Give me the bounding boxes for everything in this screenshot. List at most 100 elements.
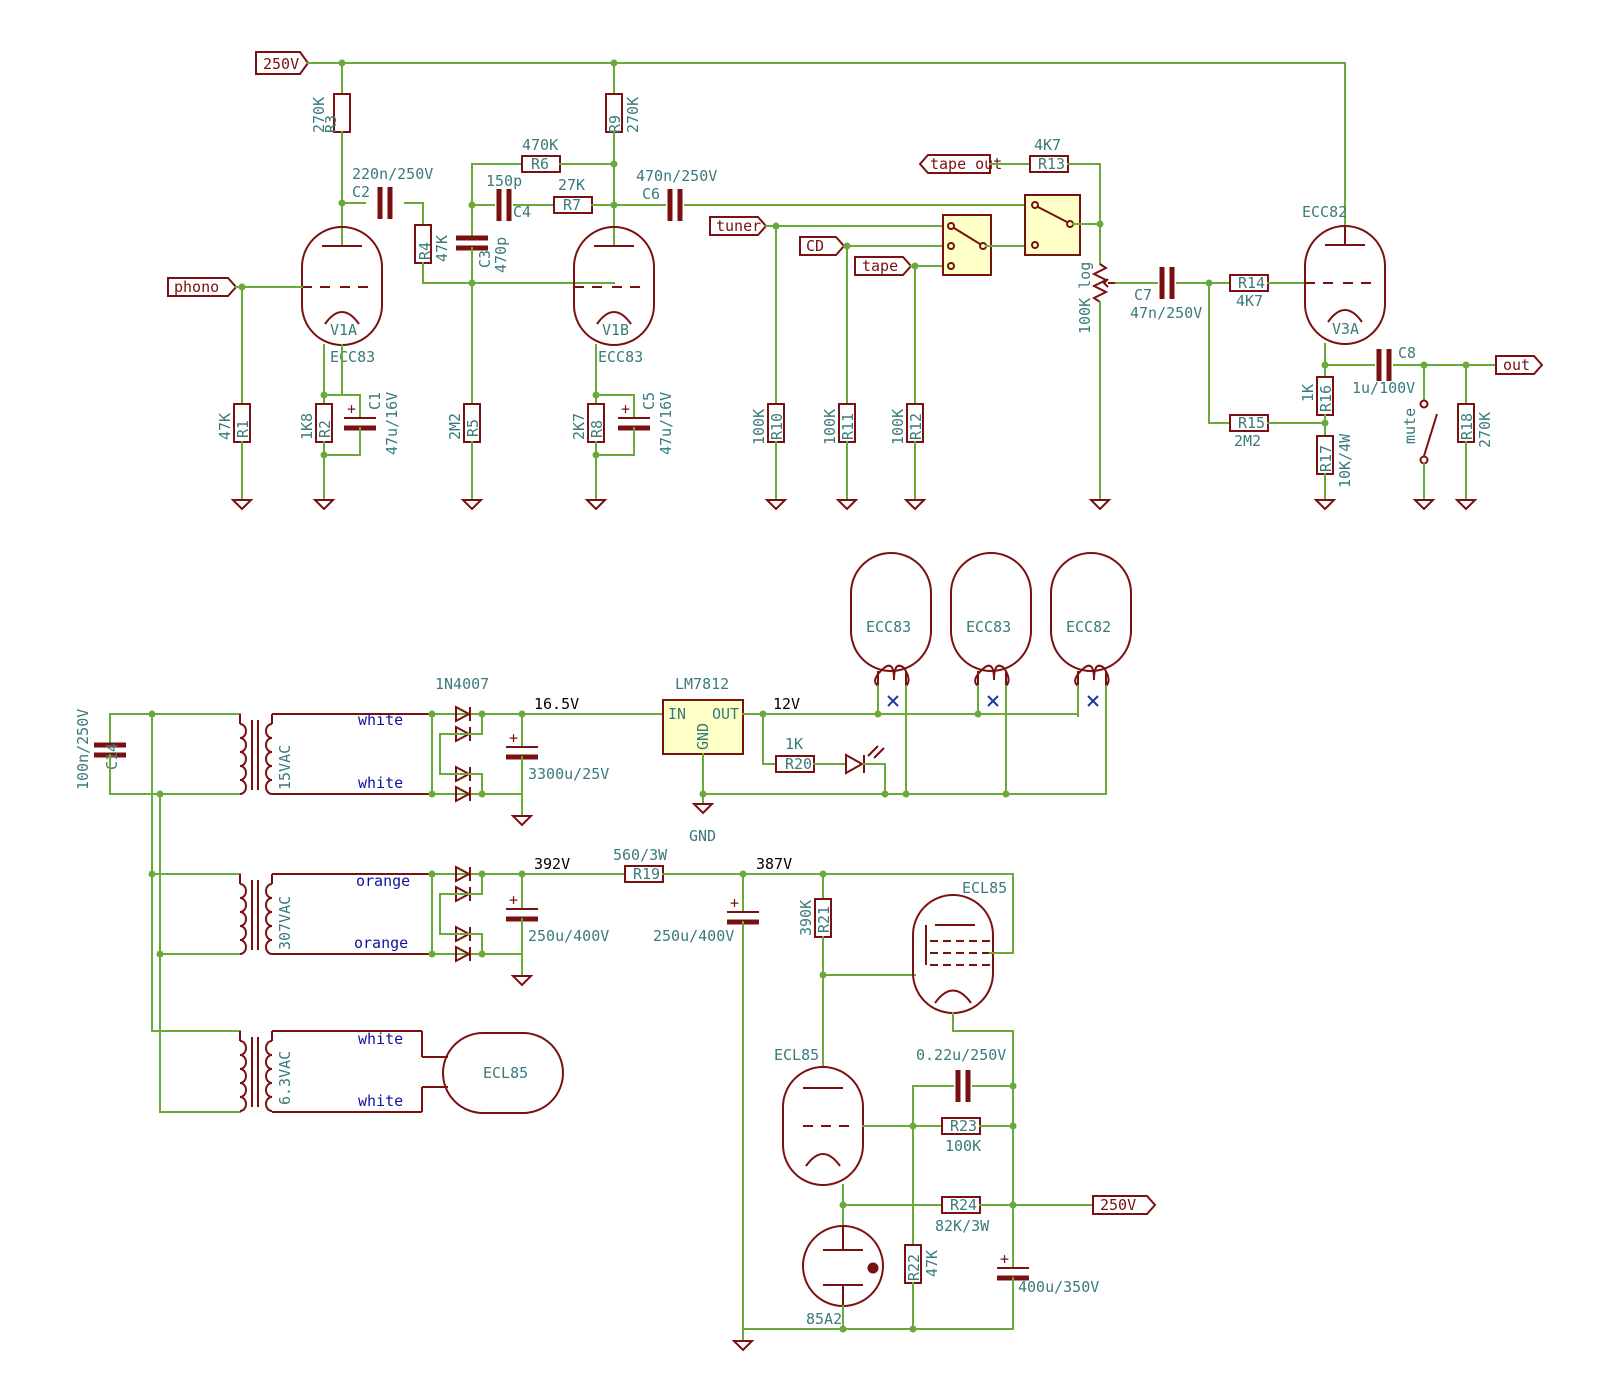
svg-text:270K: 270K [1476,412,1494,448]
heater-tube-2: ECC83 [950,552,1032,687]
svg-text:100n/250V: 100n/250V [74,709,92,790]
net-label-tuner [709,216,768,236]
power-supply-section: ECC83 ECC83 ECC82 C14 100n/250V 15 [74,552,1157,1351]
svg-text:ECC82: ECC82 [1302,203,1347,221]
svg-text:R21: R21 [815,906,833,933]
svg-text:150p: 150p [486,172,522,190]
svg-text:47n/250V: 47n/250V [1130,304,1202,322]
svg-text:47K: 47K [216,413,234,440]
svg-text:R15: R15 [1238,414,1265,432]
svg-text:R17: R17 [1317,445,1335,472]
svg-text:orange: orange [354,934,408,952]
svg-text:387V: 387V [756,855,792,873]
svg-text:tape_out: tape_out [930,155,1002,173]
svg-text:tuner: tuner [716,217,761,235]
svg-text:ECL85: ECL85 [774,1046,819,1064]
svg-text:4K7: 4K7 [1236,292,1263,310]
svg-text:out: out [1503,356,1530,374]
capacitor-c8 [1379,349,1389,381]
svg-text:R4: R4 [416,242,434,260]
svg-text:V3A: V3A [1332,320,1359,338]
svg-text:V1A: V1A [330,321,357,339]
svg-text:R20: R20 [785,755,812,773]
svg-text:270K: 270K [310,97,328,133]
svg-text:27K: 27K [558,176,585,194]
svg-text:307VAC: 307VAC [276,896,294,950]
svg-text:C6: C6 [642,185,660,203]
svg-text:3300u/25V: 3300u/25V [528,765,609,783]
svg-text:390K: 390K [797,900,815,936]
svg-text:1N4007: 1N4007 [435,675,489,693]
svg-text:R24: R24 [950,1196,977,1214]
svg-text:R14: R14 [1238,274,1265,292]
svg-text:R19: R19 [633,865,660,883]
svg-text:R6: R6 [531,155,549,173]
net-label-out [1495,355,1544,375]
svg-text:2M2: 2M2 [446,413,464,440]
svg-text:100K: 100K [945,1137,981,1155]
net-label-tape [854,256,913,276]
svg-text:82K/3W: 82K/3W [935,1217,990,1235]
transformer-15vac: 15VAC white white [239,711,432,795]
svg-text:C3: C3 [476,250,494,268]
net-label-250v-top [255,51,310,75]
svg-text:C4: C4 [513,203,531,221]
svg-text:C14: C14 [103,743,121,770]
svg-text:C8: C8 [1398,344,1416,362]
svg-text:10K/4W: 10K/4W [1336,433,1354,488]
tube-ecl85-triode: ECL85 [774,1046,864,1186]
heater-tube-3: ECC82 [1050,552,1132,687]
svg-text:C2: C2 [352,183,370,201]
svg-text:white: white [358,1030,403,1048]
heater-tube-1: ECC83 [850,552,932,687]
net-label-phono [167,277,238,297]
led-indicator [845,745,885,775]
svg-text:ECC83: ECC83 [966,618,1011,636]
capacitor-c7 [1162,267,1172,299]
svg-text:ECC83: ECC83 [598,348,643,366]
svg-text:ECL85: ECL85 [483,1064,528,1082]
bridge-rectifier-1: 1N4007 [428,675,489,802]
svg-text:GND: GND [689,827,716,845]
svg-text:C7: C7 [1134,286,1152,304]
capacitor-c3 [456,238,488,248]
svg-text:47K: 47K [433,235,451,262]
svg-text:1K: 1K [785,735,803,753]
svg-text:white: white [358,1092,403,1110]
svg-text:orange: orange [356,872,410,890]
svg-text:R13: R13 [1038,155,1065,173]
tube-85a2 [802,1225,884,1307]
svg-text:470p: 470p [492,237,510,273]
capacitor-c4 [499,189,509,221]
svg-text:470n/250V: 470n/250V [636,167,717,185]
svg-text:47K: 47K [923,1250,941,1277]
svg-text:15VAC: 15VAC [276,745,294,790]
svg-text:R16: R16 [1317,385,1335,412]
svg-text:CD: CD [806,237,824,255]
svg-text:R22: R22 [905,1254,923,1281]
transformer-307vac: 307VAC orange orange [239,872,432,955]
svg-text:R7: R7 [563,196,581,214]
svg-text:R5: R5 [464,419,482,437]
svg-text:270K: 270K [624,97,642,133]
svg-text:0.22u/250V: 0.22u/250V [916,1046,1006,1064]
net-250v-top: 250V [263,55,299,73]
bridge-rectifier-2 [428,866,486,962]
mute-switch [1423,413,1438,457]
svg-text:R12: R12 [907,413,925,440]
svg-text:ECC83: ECC83 [330,348,375,366]
svg-text:C1: C1 [366,392,384,410]
svg-text:R9: R9 [606,115,624,133]
svg-text:16.5V: 16.5V [534,695,579,713]
svg-text:white: white [358,774,403,792]
svg-text:white: white [358,711,403,729]
tube-ecl85-pentode: ECL85 [912,879,1007,1014]
volume-pot [1091,263,1109,303]
svg-text:6.3VAC: 6.3VAC [276,1051,294,1105]
svg-text:250u/400V: 250u/400V [528,927,609,945]
svg-text:4K7: 4K7 [1034,136,1061,154]
svg-text:1K: 1K [1299,384,1317,402]
svg-text:392V: 392V [534,855,570,873]
svg-text:OUT: OUT [712,705,739,723]
